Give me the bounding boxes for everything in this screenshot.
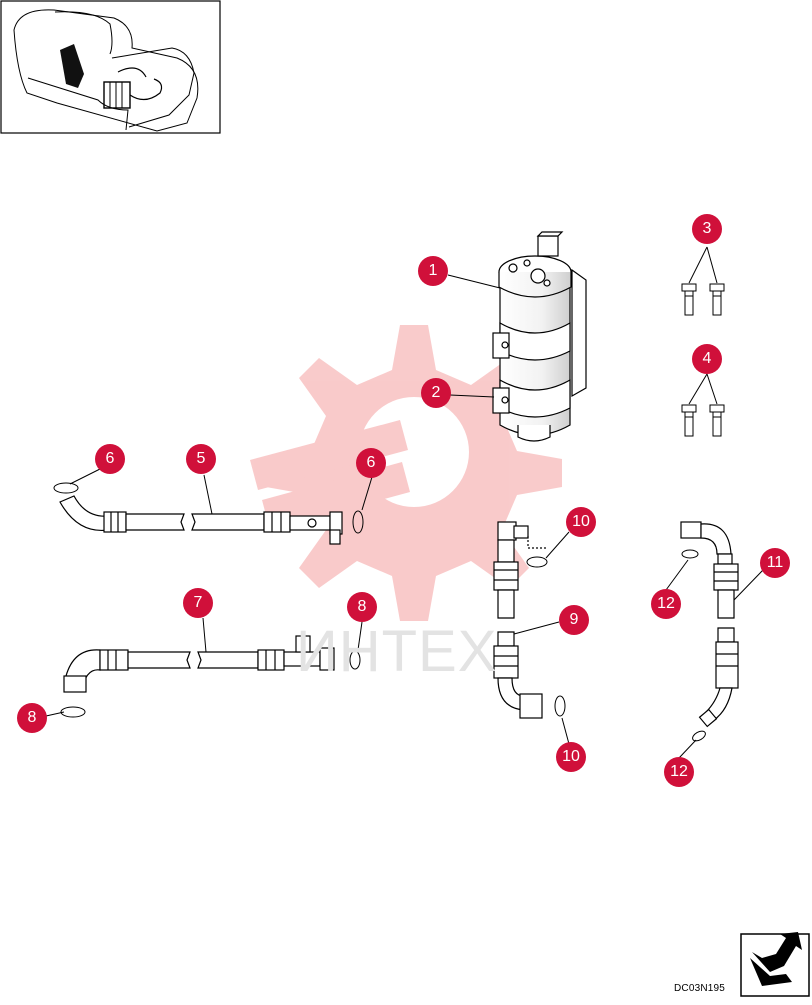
callout-9: 9 xyxy=(559,605,589,635)
o-ring-lower xyxy=(554,695,566,717)
o-ring-left xyxy=(53,482,79,494)
callout-6-right: 6 xyxy=(356,448,386,478)
location-thumbnail xyxy=(0,0,221,134)
callout-2: 2 xyxy=(421,378,451,408)
callout-11: 11 xyxy=(760,548,790,578)
o-ring-lower xyxy=(692,730,706,742)
receiver-drier xyxy=(492,231,587,442)
callout-7: 7 xyxy=(183,588,213,618)
next-page-arrow-icon[interactable] xyxy=(740,932,810,997)
gear-watermark xyxy=(250,325,562,621)
hose-lower xyxy=(63,635,335,693)
callout-1: 1 xyxy=(418,256,448,286)
callout-4: 4 xyxy=(692,344,722,374)
o-ring-right xyxy=(349,650,361,670)
callout-8-right: 8 xyxy=(347,592,377,622)
hose-middle xyxy=(493,521,548,719)
o-ring-upper xyxy=(681,549,699,559)
watermark-text: ИНТЕХ xyxy=(296,619,498,684)
diagram-code: DC03N195 xyxy=(674,983,726,994)
callout-10-upper: 10 xyxy=(566,507,596,537)
leader-lines xyxy=(45,246,764,759)
bolts-upper xyxy=(681,283,725,316)
o-ring-right xyxy=(352,510,364,534)
hose-upper xyxy=(59,495,343,545)
callout-8-left: 8 xyxy=(17,703,47,733)
o-ring-upper xyxy=(526,556,548,568)
callout-5: 5 xyxy=(186,444,216,474)
callout-3: 3 xyxy=(692,214,722,244)
callout-12-upper: 12 xyxy=(651,589,681,619)
bolts-lower xyxy=(681,404,725,437)
callout-10-lower: 10 xyxy=(556,742,586,772)
callout-6-left: 6 xyxy=(95,444,125,474)
hose-right xyxy=(680,521,739,728)
callout-12-lower: 12 xyxy=(664,757,694,787)
o-ring-left xyxy=(60,706,86,718)
